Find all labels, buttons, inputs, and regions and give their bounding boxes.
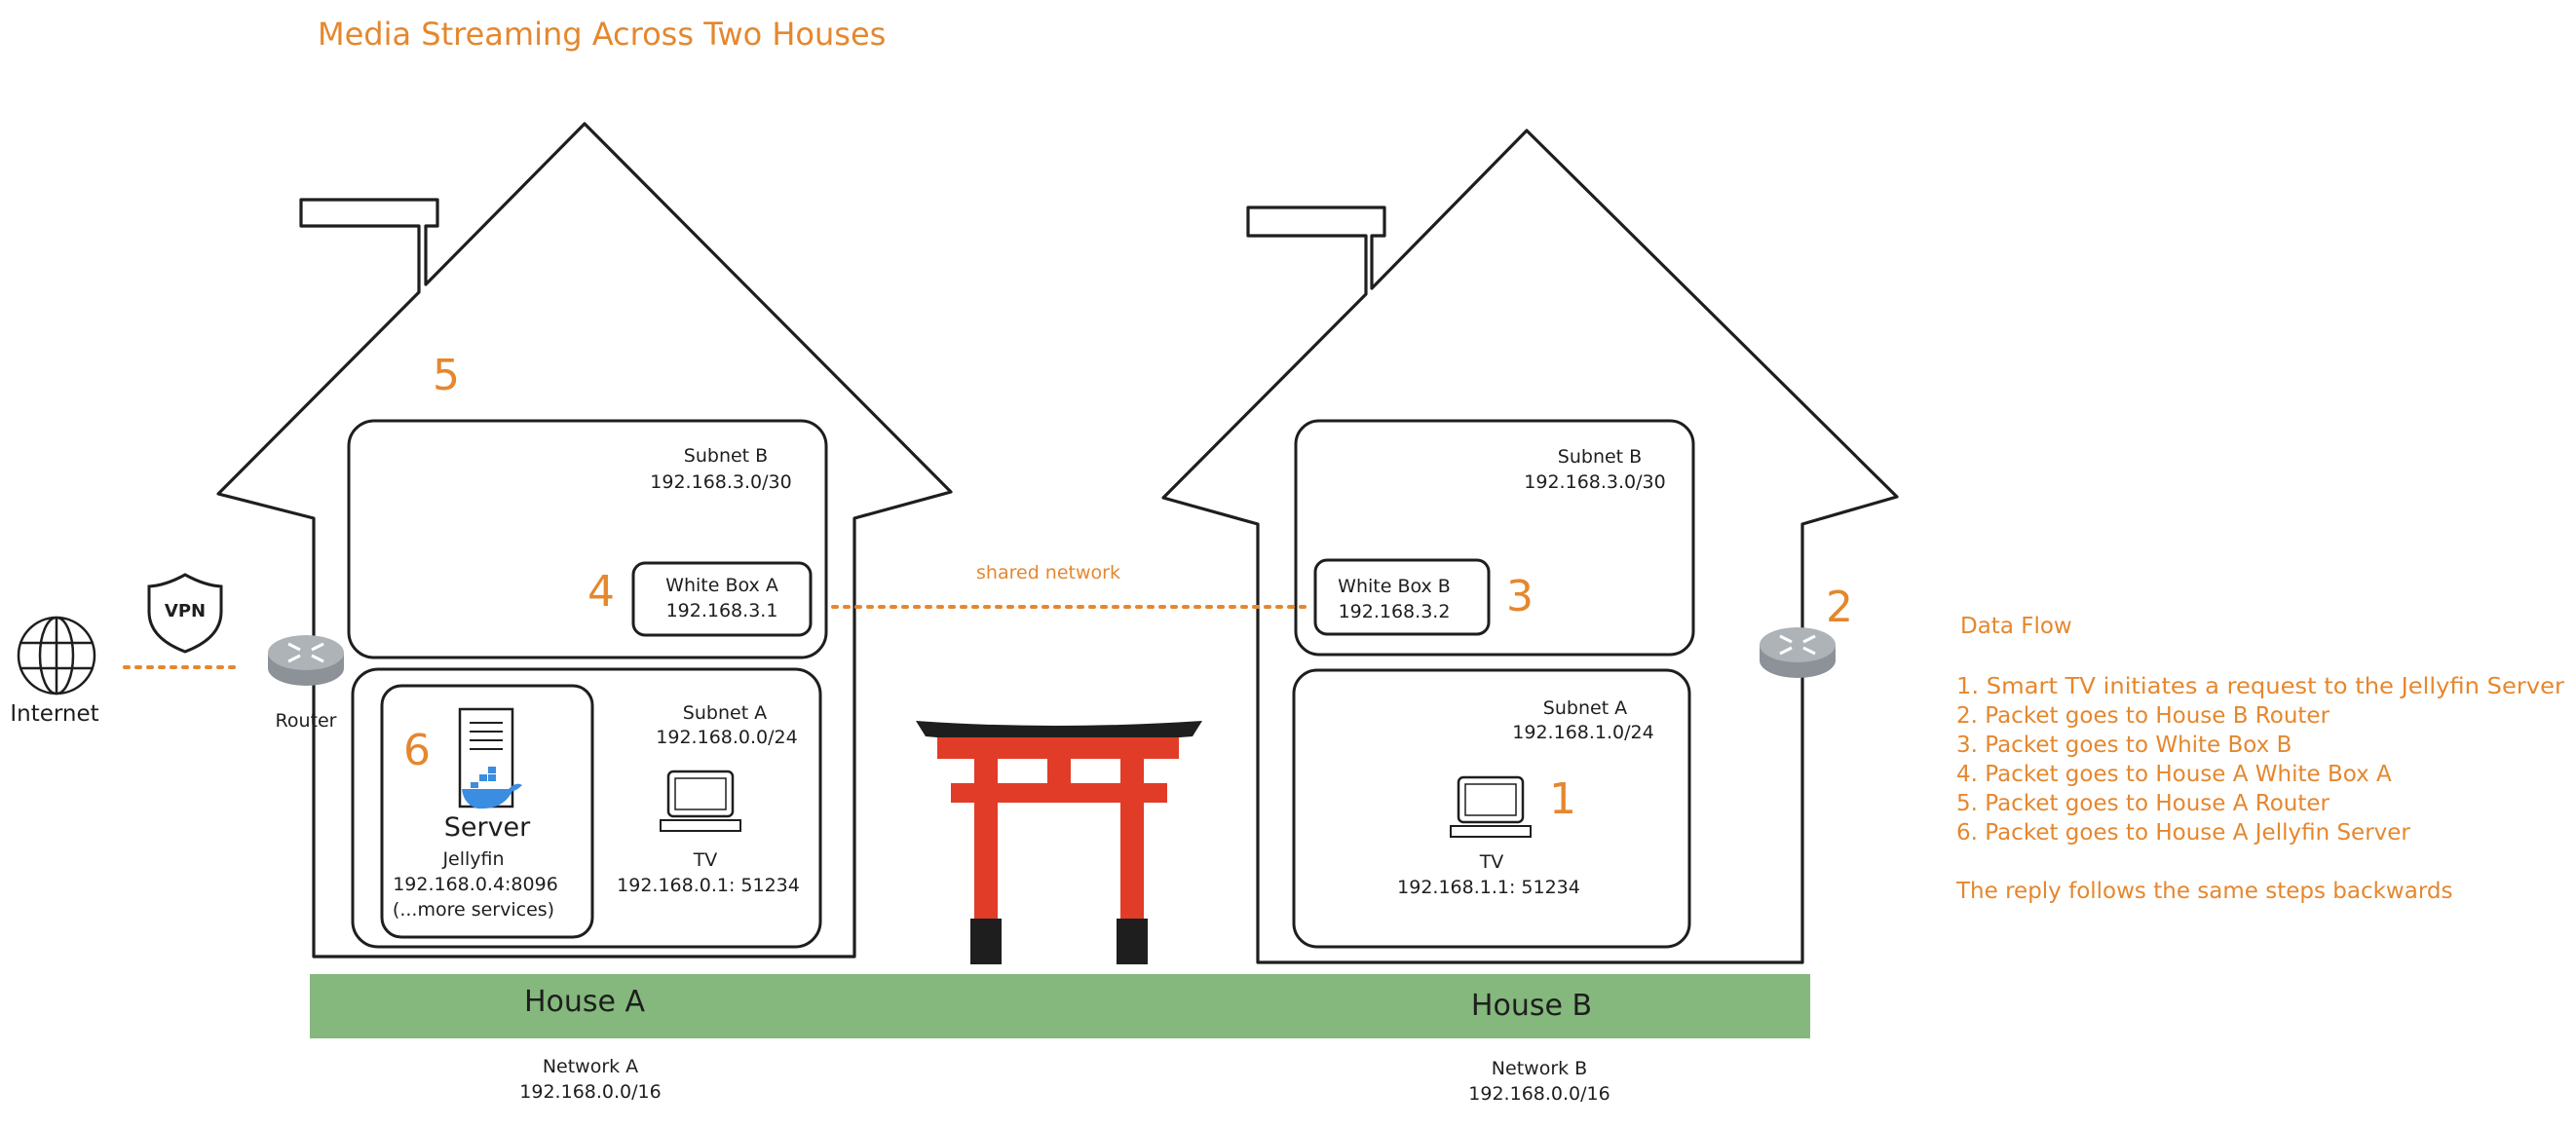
white-box-b-ip: 192.168.3.2 bbox=[1339, 601, 1451, 622]
data-flow-title: Data Flow bbox=[1960, 614, 2072, 639]
tv-a-label: TV bbox=[693, 849, 718, 871]
white-box-a-ip: 192.168.3.1 bbox=[666, 600, 778, 621]
vpn-label: VPN bbox=[165, 601, 206, 621]
globe-icon bbox=[17, 616, 96, 696]
server-service: Jellyfin bbox=[441, 848, 504, 870]
server-more-services: (...more services) bbox=[393, 899, 554, 921]
server-address: 192.168.0.4:8096 bbox=[393, 874, 558, 895]
white-box-b[interactable] bbox=[1313, 558, 1491, 636]
server-label: Server bbox=[444, 812, 531, 843]
diagram-title: Media Streaming Across Two Houses bbox=[318, 16, 886, 53]
data-flow-panel: Data Flow 1. Smart TV initiates a reques… bbox=[1955, 614, 2565, 904]
house-a-subnet-b-label: Subnet B bbox=[684, 445, 768, 467]
house-a-subnet-a-cidr: 192.168.0.0/24 bbox=[656, 727, 797, 748]
data-flow-step-4: 4. Packet goes to House A White Box A bbox=[1956, 762, 2392, 787]
tv-a-computer-icon[interactable] bbox=[660, 770, 741, 832]
house-b-network-label: Network B bbox=[1492, 1058, 1587, 1079]
step-marker-4: 4 bbox=[587, 567, 615, 617]
white-box-b-label: White Box B bbox=[1338, 576, 1451, 597]
docker-whale-icon bbox=[462, 767, 522, 809]
torii-gate-icon bbox=[916, 721, 1202, 964]
white-box-a[interactable] bbox=[631, 561, 813, 637]
step-marker-6: 6 bbox=[403, 726, 431, 775]
house-a-network-cidr: 192.168.0.0/16 bbox=[519, 1081, 661, 1103]
house-b-subnet-b-cidr: 192.168.3.0/30 bbox=[1524, 471, 1665, 493]
data-flow-step-5: 5. Packet goes to House A Router bbox=[1956, 791, 2330, 816]
house-b-outline bbox=[1161, 129, 1899, 964]
house-b-subnet-a-cidr: 192.168.1.0/24 bbox=[1512, 722, 1653, 743]
step-marker-5: 5 bbox=[433, 351, 460, 400]
white-box-a-label: White Box A bbox=[665, 575, 778, 596]
data-flow-step-6: 6. Packet goes to House A Jellyfin Serve… bbox=[1956, 820, 2410, 846]
house-b-subnet-b-label: Subnet B bbox=[1558, 446, 1642, 468]
house-a-outline bbox=[216, 122, 953, 959]
house-b-subnet-a-label: Subnet A bbox=[1543, 697, 1627, 719]
server-box[interactable] bbox=[380, 684, 594, 939]
router-a-label: Router bbox=[276, 710, 337, 732]
internet-label: Internet bbox=[10, 701, 98, 727]
data-flow-step-1: 1. Smart TV initiates a request to the J… bbox=[1956, 674, 2565, 699]
ground-strip bbox=[310, 974, 1810, 1038]
house-b-network-cidr: 192.168.0.0/16 bbox=[1468, 1083, 1610, 1105]
data-flow-footer: The reply follows the same steps backwar… bbox=[1955, 879, 2452, 904]
house-b-name: House B bbox=[1471, 989, 1592, 1023]
tv-b-address: 192.168.1.1: 51234 bbox=[1397, 877, 1580, 898]
step-marker-2: 2 bbox=[1826, 583, 1853, 632]
tv-b-label: TV bbox=[1479, 851, 1504, 873]
data-flow-step-2: 2. Packet goes to House B Router bbox=[1956, 703, 2330, 729]
shield-icon bbox=[147, 573, 223, 654]
tv-b-computer-icon[interactable] bbox=[1450, 775, 1532, 838]
house-a-subnet-b-cidr: 192.168.3.0/30 bbox=[650, 471, 791, 493]
step-marker-1: 1 bbox=[1549, 774, 1576, 824]
data-flow-step-3: 3. Packet goes to White Box B bbox=[1956, 733, 2292, 758]
shared-network-label: shared network bbox=[976, 562, 1120, 583]
house-a-subnet-a-label: Subnet A bbox=[683, 702, 767, 724]
tv-a-address: 192.168.0.1: 51234 bbox=[617, 875, 800, 896]
house-a-network-label: Network A bbox=[543, 1056, 638, 1077]
house-a-name: House A bbox=[524, 985, 646, 1019]
step-marker-3: 3 bbox=[1506, 572, 1534, 621]
router-a-icon[interactable] bbox=[268, 635, 344, 686]
router-b-icon[interactable] bbox=[1760, 627, 1836, 678]
